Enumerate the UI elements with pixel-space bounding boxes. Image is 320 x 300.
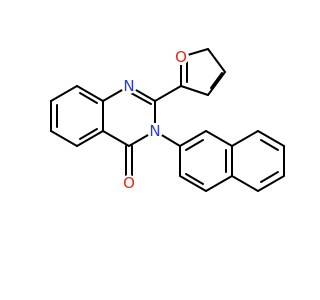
atom-o-furan-label: O: [175, 48, 187, 66]
naphthalene-ring: [154, 130, 285, 192]
atom-n1-label: N: [123, 77, 134, 95]
atom-o-carbonyl-label: O: [123, 174, 135, 192]
atom-n3: N: [147, 122, 163, 140]
furan-ring: [154, 48, 226, 102]
atom-o-furan: O: [173, 48, 189, 66]
atom-n1: N: [121, 77, 137, 95]
atom-o-carbonyl: O: [121, 174, 137, 192]
benzo-ring: [50, 85, 104, 147]
atom-n3-label: N: [149, 122, 160, 140]
molecule-structure: N N O O: [50, 48, 285, 192]
